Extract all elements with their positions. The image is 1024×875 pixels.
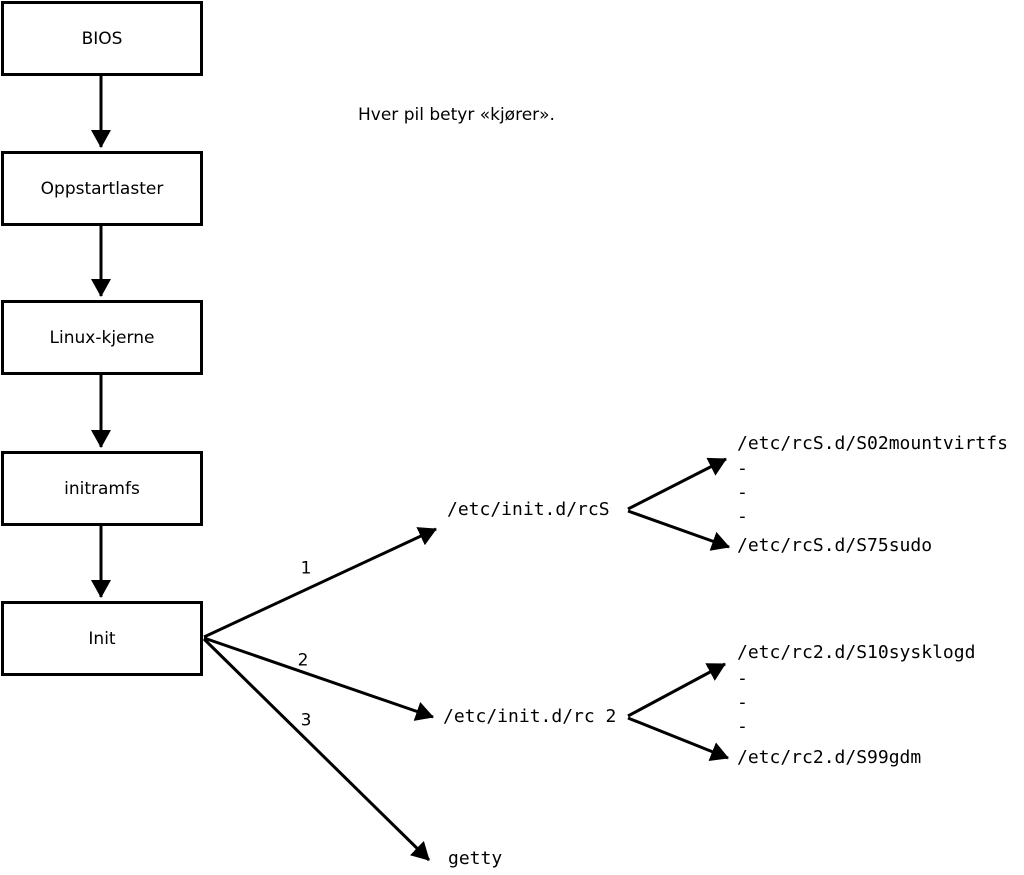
box-bios-label: BIOS [81,28,123,49]
box-initramfs: initramfs [1,451,203,526]
label-rcS-child-s75sudo: /etc/rcS.d/S75sudo [737,535,933,556]
box-init-label: Init [88,628,116,649]
label-rc2-child-dash-2: - [737,692,748,713]
label-rc2-child-s10sysklogd: /etc/rc2.d/S10sysklogd [737,642,976,663]
label-rc2-child-dash-3: - [737,716,748,737]
arrow-rcS-to-s02mountvirtfs [627,457,727,511]
box-linux-kernel: Linux-kjerne [1,300,203,375]
label-rcS-child-s02mountvirtfs: /etc/rcS.d/S02mountvirtfs [737,433,1008,454]
arrow-init-to-rcS [203,527,437,639]
box-linux-kernel-label: Linux-kjerne [49,327,155,348]
box-initramfs-label: initramfs [64,478,140,499]
label-getty: getty [448,848,503,869]
label-rc2-child-dash-1: - [737,668,748,689]
arrow-init-to-rc2 [203,636,434,721]
box-bootloader: Oppstartlaster [1,151,203,226]
legend-note: Hver pil betyr «kjører». [358,105,555,125]
arrow-order-1: 1 [300,558,312,579]
arrow-rcS-to-s75sudo [627,509,730,551]
arrow-order-3: 3 [300,710,312,731]
arrow-rc2-to-s99gdm [627,716,729,761]
label-rcS-child-dash-3: - [737,506,748,527]
label-rcS-child-dash-1: - [737,458,748,479]
arrow-rc2-to-s10sysklogd [627,662,726,718]
arrow-init-to-getty [202,637,431,862]
label-rc2-script: /etc/init.d/rc 2 [443,706,617,727]
box-bootloader-label: Oppstartlaster [40,178,164,199]
label-rcS-child-dash-2: - [737,482,748,503]
box-bios: BIOS [1,1,203,76]
box-init: Init [1,601,203,676]
arrow-order-2: 2 [297,650,309,671]
label-rcS-script: /etc/init.d/rcS [447,499,610,520]
label-rc2-child-s99gdm: /etc/rc2.d/S99gdm [737,747,922,768]
